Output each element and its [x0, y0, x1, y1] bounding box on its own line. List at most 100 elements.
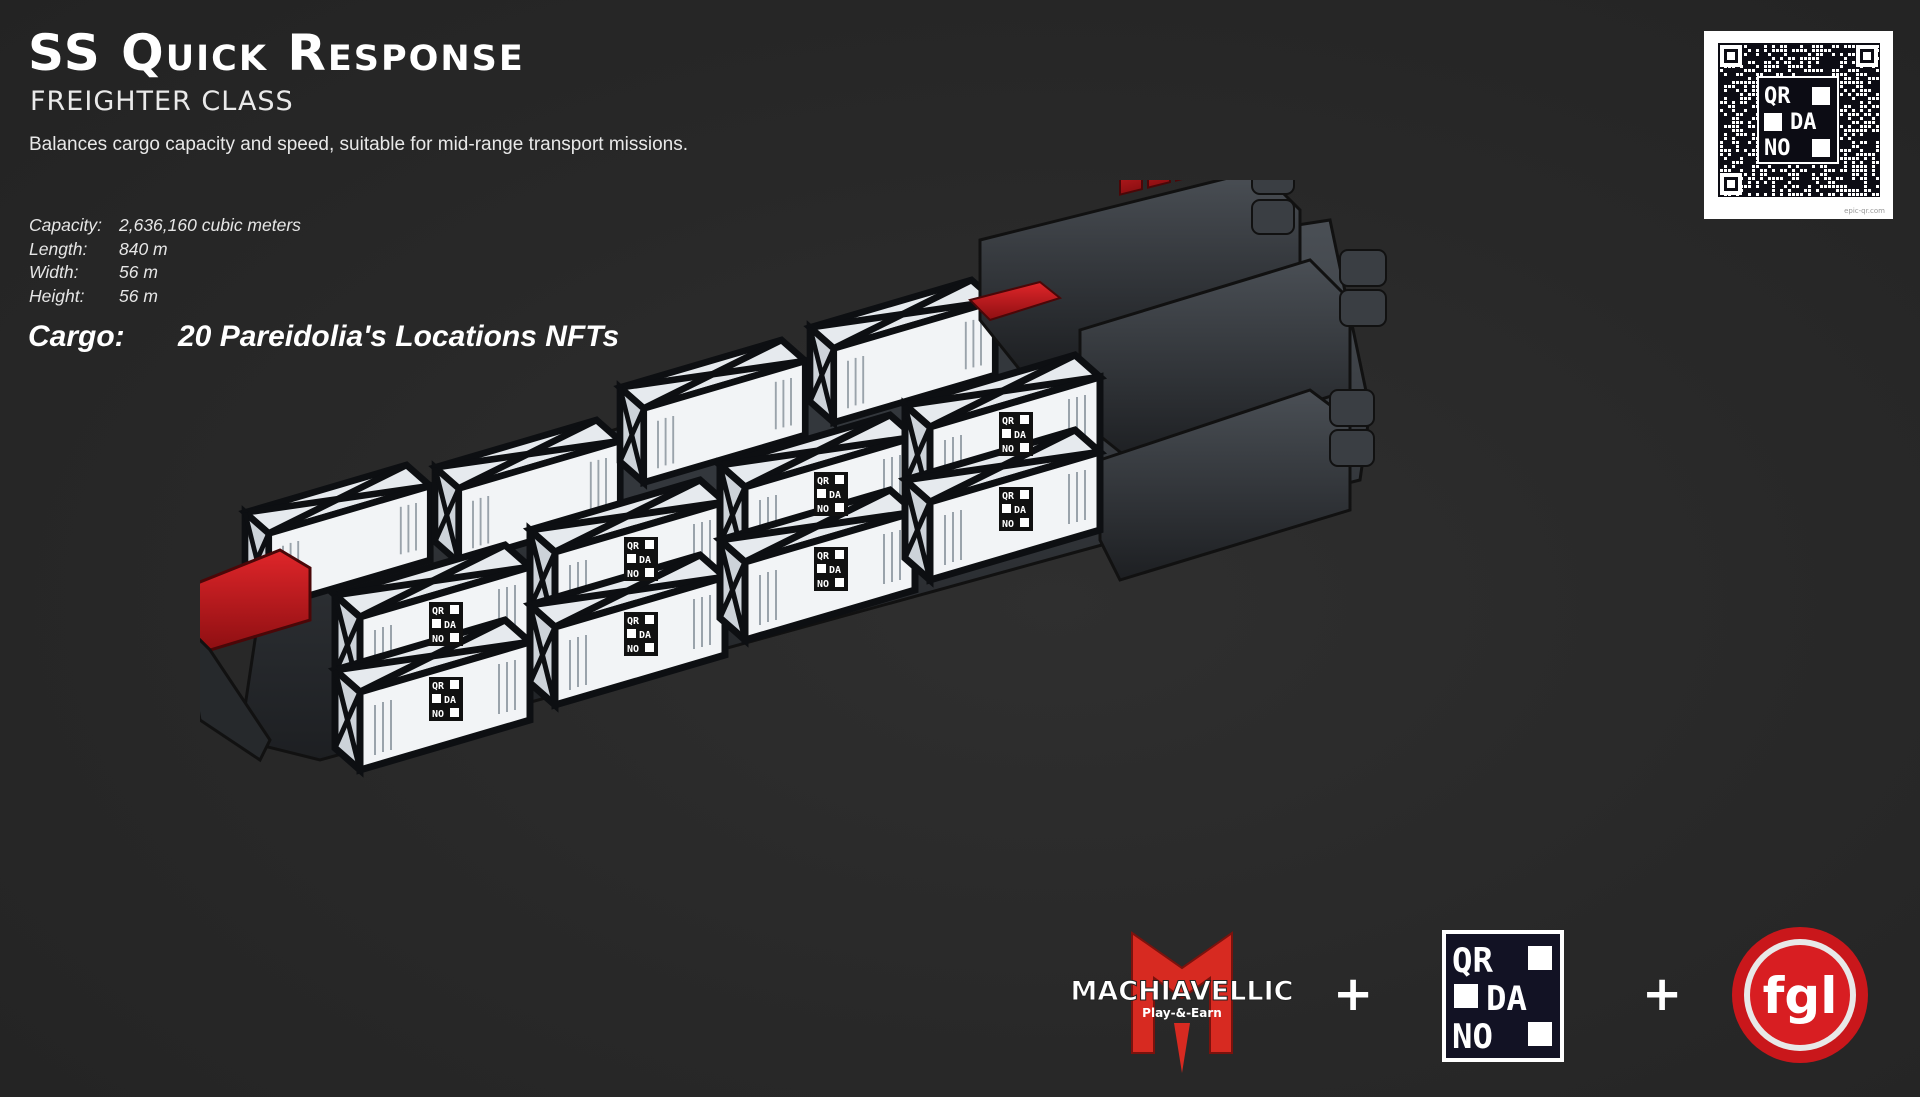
qr-module [1840, 189, 1843, 192]
qr-module [1856, 153, 1859, 156]
qr-module [1764, 65, 1767, 68]
qr-module [1800, 169, 1803, 172]
qr-module [1808, 189, 1811, 192]
qr-module [1732, 141, 1735, 144]
qr-module [1824, 165, 1827, 168]
qr-module [1864, 177, 1867, 180]
qr-module [1848, 137, 1851, 140]
qr-module [1752, 105, 1755, 108]
qr-module [1836, 189, 1839, 192]
qr-module [1872, 77, 1875, 80]
qr-module [1756, 73, 1759, 76]
qr-module [1796, 49, 1799, 52]
qr-module [1792, 193, 1795, 196]
qr-module [1768, 69, 1771, 72]
qr-module [1744, 149, 1747, 152]
qr-module [1756, 185, 1759, 188]
qr-module [1772, 181, 1775, 184]
qr-module [1864, 129, 1867, 132]
qr-module [1728, 125, 1731, 128]
qr-module [1852, 69, 1855, 72]
qr-module [1868, 113, 1871, 116]
qr-module [1780, 177, 1783, 180]
qr-module [1852, 177, 1855, 180]
qr-module [1852, 53, 1855, 56]
qr-module [1852, 133, 1855, 136]
qr-module [1848, 189, 1851, 192]
qr-module [1844, 81, 1847, 84]
qr-module [1736, 145, 1739, 148]
qr-module [1852, 169, 1855, 172]
qr-module [1820, 53, 1823, 56]
qr-module [1724, 169, 1727, 172]
qr-module [1812, 69, 1815, 72]
qr-module [1808, 53, 1811, 56]
qr-module [1820, 45, 1823, 48]
fgl-logo[interactable]: fgl [1730, 925, 1870, 1065]
qr-module [1740, 101, 1743, 104]
qr-module [1808, 185, 1811, 188]
qr-module [1872, 169, 1875, 172]
qr-module [1852, 89, 1855, 92]
qr-module [1744, 101, 1747, 104]
qr-module [1852, 113, 1855, 116]
qr-module [1792, 185, 1795, 188]
qr-module [1848, 129, 1851, 132]
ship-title: SS Quick Response [28, 24, 525, 82]
qr-module [1720, 149, 1723, 152]
qr-module [1860, 141, 1863, 144]
qr-module [1808, 193, 1811, 196]
qr-module [1816, 53, 1819, 56]
qr-module [1856, 145, 1859, 148]
qr-module [1860, 161, 1863, 164]
plus-sign: + [1333, 966, 1374, 1022]
qr-module [1876, 125, 1879, 128]
qr-module [1776, 65, 1779, 68]
qr-module [1760, 169, 1763, 172]
qr-module [1736, 121, 1739, 124]
machiavellic-logo[interactable]: MACHIAVELLIC Play-&-Earn [1062, 928, 1302, 1078]
qr-module [1820, 173, 1823, 176]
qr-module [1736, 161, 1739, 164]
spec-label: Height: [29, 285, 85, 306]
qr-module [1748, 141, 1751, 144]
qrdano-logo[interactable]: QR DA NO [1442, 930, 1564, 1062]
qr-module [1848, 157, 1851, 160]
qr-module [1788, 165, 1791, 168]
qr-module [1872, 165, 1875, 168]
qr-module [1856, 157, 1859, 160]
qr-module [1780, 45, 1783, 48]
qr-module [1732, 109, 1735, 112]
qr-module [1876, 149, 1879, 152]
qr-module [1844, 57, 1847, 60]
qr-module [1792, 73, 1795, 76]
qrdano-logo-line: DA [1486, 979, 1527, 1019]
qr-module [1788, 61, 1791, 64]
qr-module [1780, 73, 1783, 76]
qr-module [1748, 97, 1751, 100]
qr-module [1796, 165, 1799, 168]
spec-label: Length: [29, 238, 88, 259]
qr-module [1812, 165, 1815, 168]
qr-module [1848, 113, 1851, 116]
qr-module [1832, 73, 1835, 76]
qr-module [1764, 169, 1767, 172]
qr-module [1768, 61, 1771, 64]
qr-logo-line: NO [1764, 136, 1791, 161]
qr-module [1816, 177, 1819, 180]
qr-module [1856, 121, 1859, 124]
qr-module [1788, 69, 1791, 72]
qr-module [1872, 173, 1875, 176]
qr-module [1804, 169, 1807, 172]
qr-module [1736, 141, 1739, 144]
qr-code[interactable]: QR DA NO epic-qr.com [1704, 31, 1893, 219]
qr-module [1860, 169, 1863, 172]
qr-module [1732, 125, 1735, 128]
qr-module [1764, 181, 1767, 184]
qr-module [1860, 101, 1863, 104]
spec-value: 56 m [119, 285, 158, 306]
qr-module [1788, 57, 1791, 60]
qr-module [1856, 165, 1859, 168]
qr-module [1752, 149, 1755, 152]
qr-module [1848, 117, 1851, 120]
